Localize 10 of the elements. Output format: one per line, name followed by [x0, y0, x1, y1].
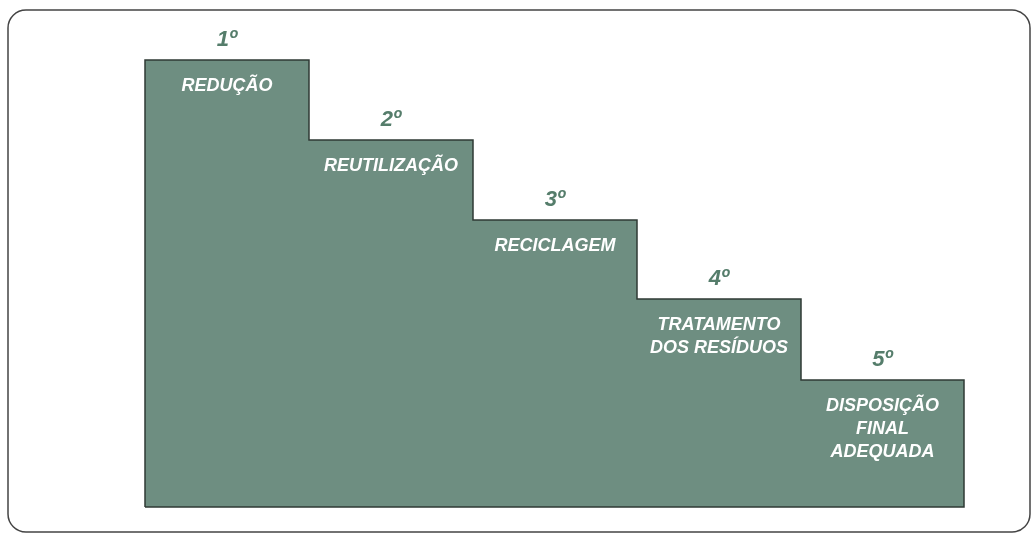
step-label: TRATAMENTO DOS RESÍDUOS: [649, 313, 789, 359]
step-label: DISPOSIÇÃO FINAL ADEQUADA: [825, 394, 940, 463]
step-label: RECICLAGEM: [494, 234, 616, 257]
step-number: 3º: [544, 186, 566, 212]
step-number: 2º: [380, 106, 402, 132]
step-label: REDUÇÃO: [181, 74, 273, 97]
step-number: 4º: [708, 265, 730, 291]
step-number: 1º: [216, 26, 238, 52]
step-number: 5º: [872, 346, 893, 372]
step-label: REUTILIZAÇÃO: [324, 154, 458, 177]
